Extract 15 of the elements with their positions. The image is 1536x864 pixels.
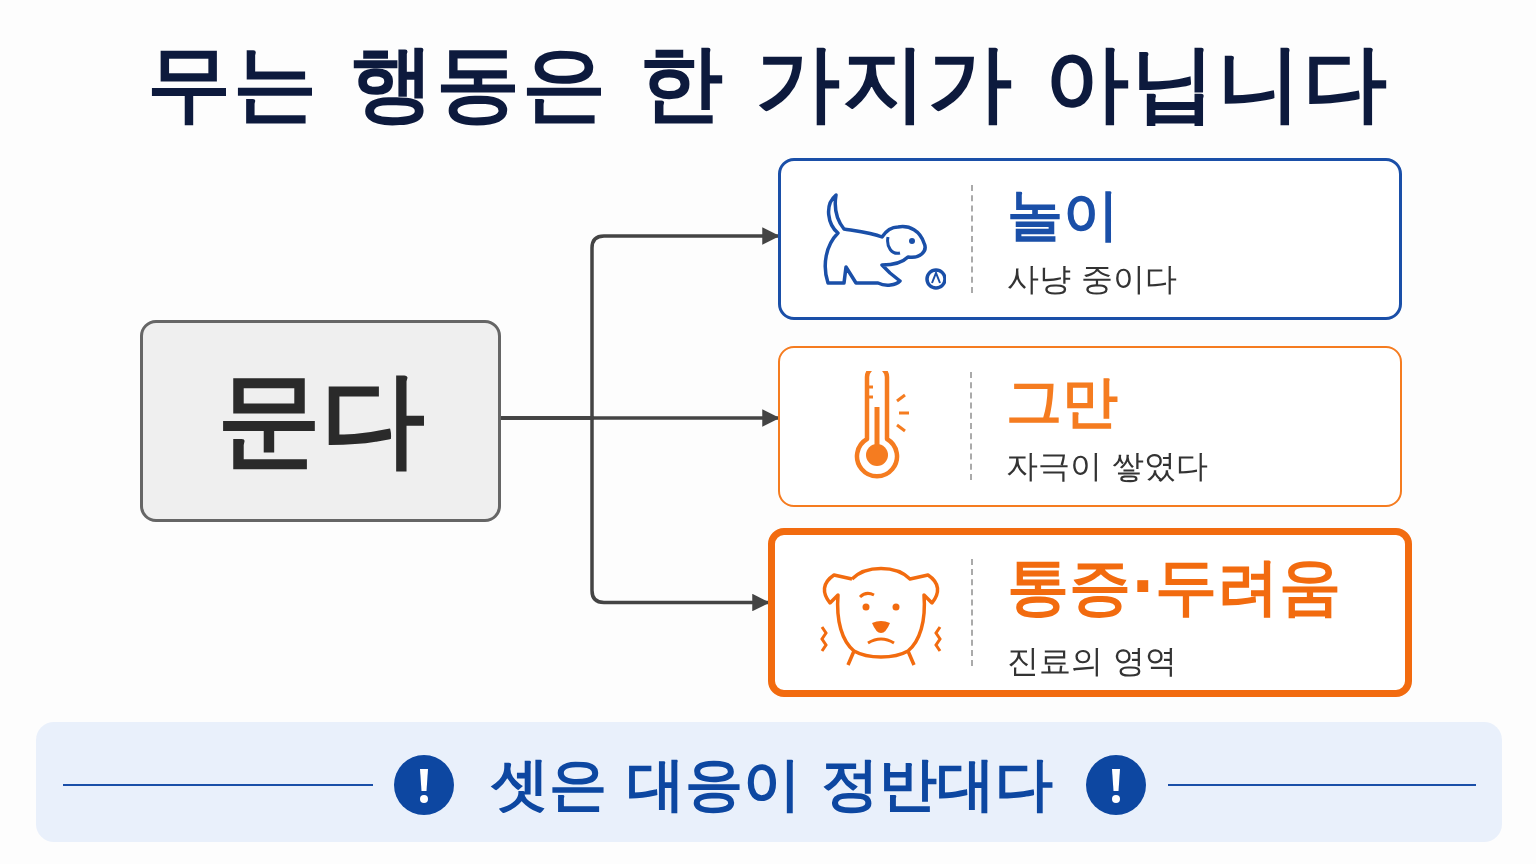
card-title: 그만: [1006, 368, 1118, 436]
card: [778, 158, 1402, 320]
card: [778, 346, 1402, 507]
card: [768, 528, 1412, 697]
banner: [36, 722, 1502, 842]
box-label: 문다: [216, 357, 425, 482]
arrow: [501, 416, 770, 612]
card-title: 통증·두려움: [1007, 549, 1341, 625]
card-subtitle: 진료의 영역: [1007, 641, 1178, 682]
card-subtitle: 사냥 중이다: [1007, 259, 1178, 300]
banner-text: 셋은 대응이 정반대다: [489, 749, 1055, 820]
card-subtitle: 자극이 쌓였다: [1006, 446, 1209, 487]
card-title: 놀이: [1007, 181, 1119, 249]
title: 무는 행동은 한 가지가 아닙니다: [145, 33, 1391, 134]
process-box: [140, 320, 501, 522]
